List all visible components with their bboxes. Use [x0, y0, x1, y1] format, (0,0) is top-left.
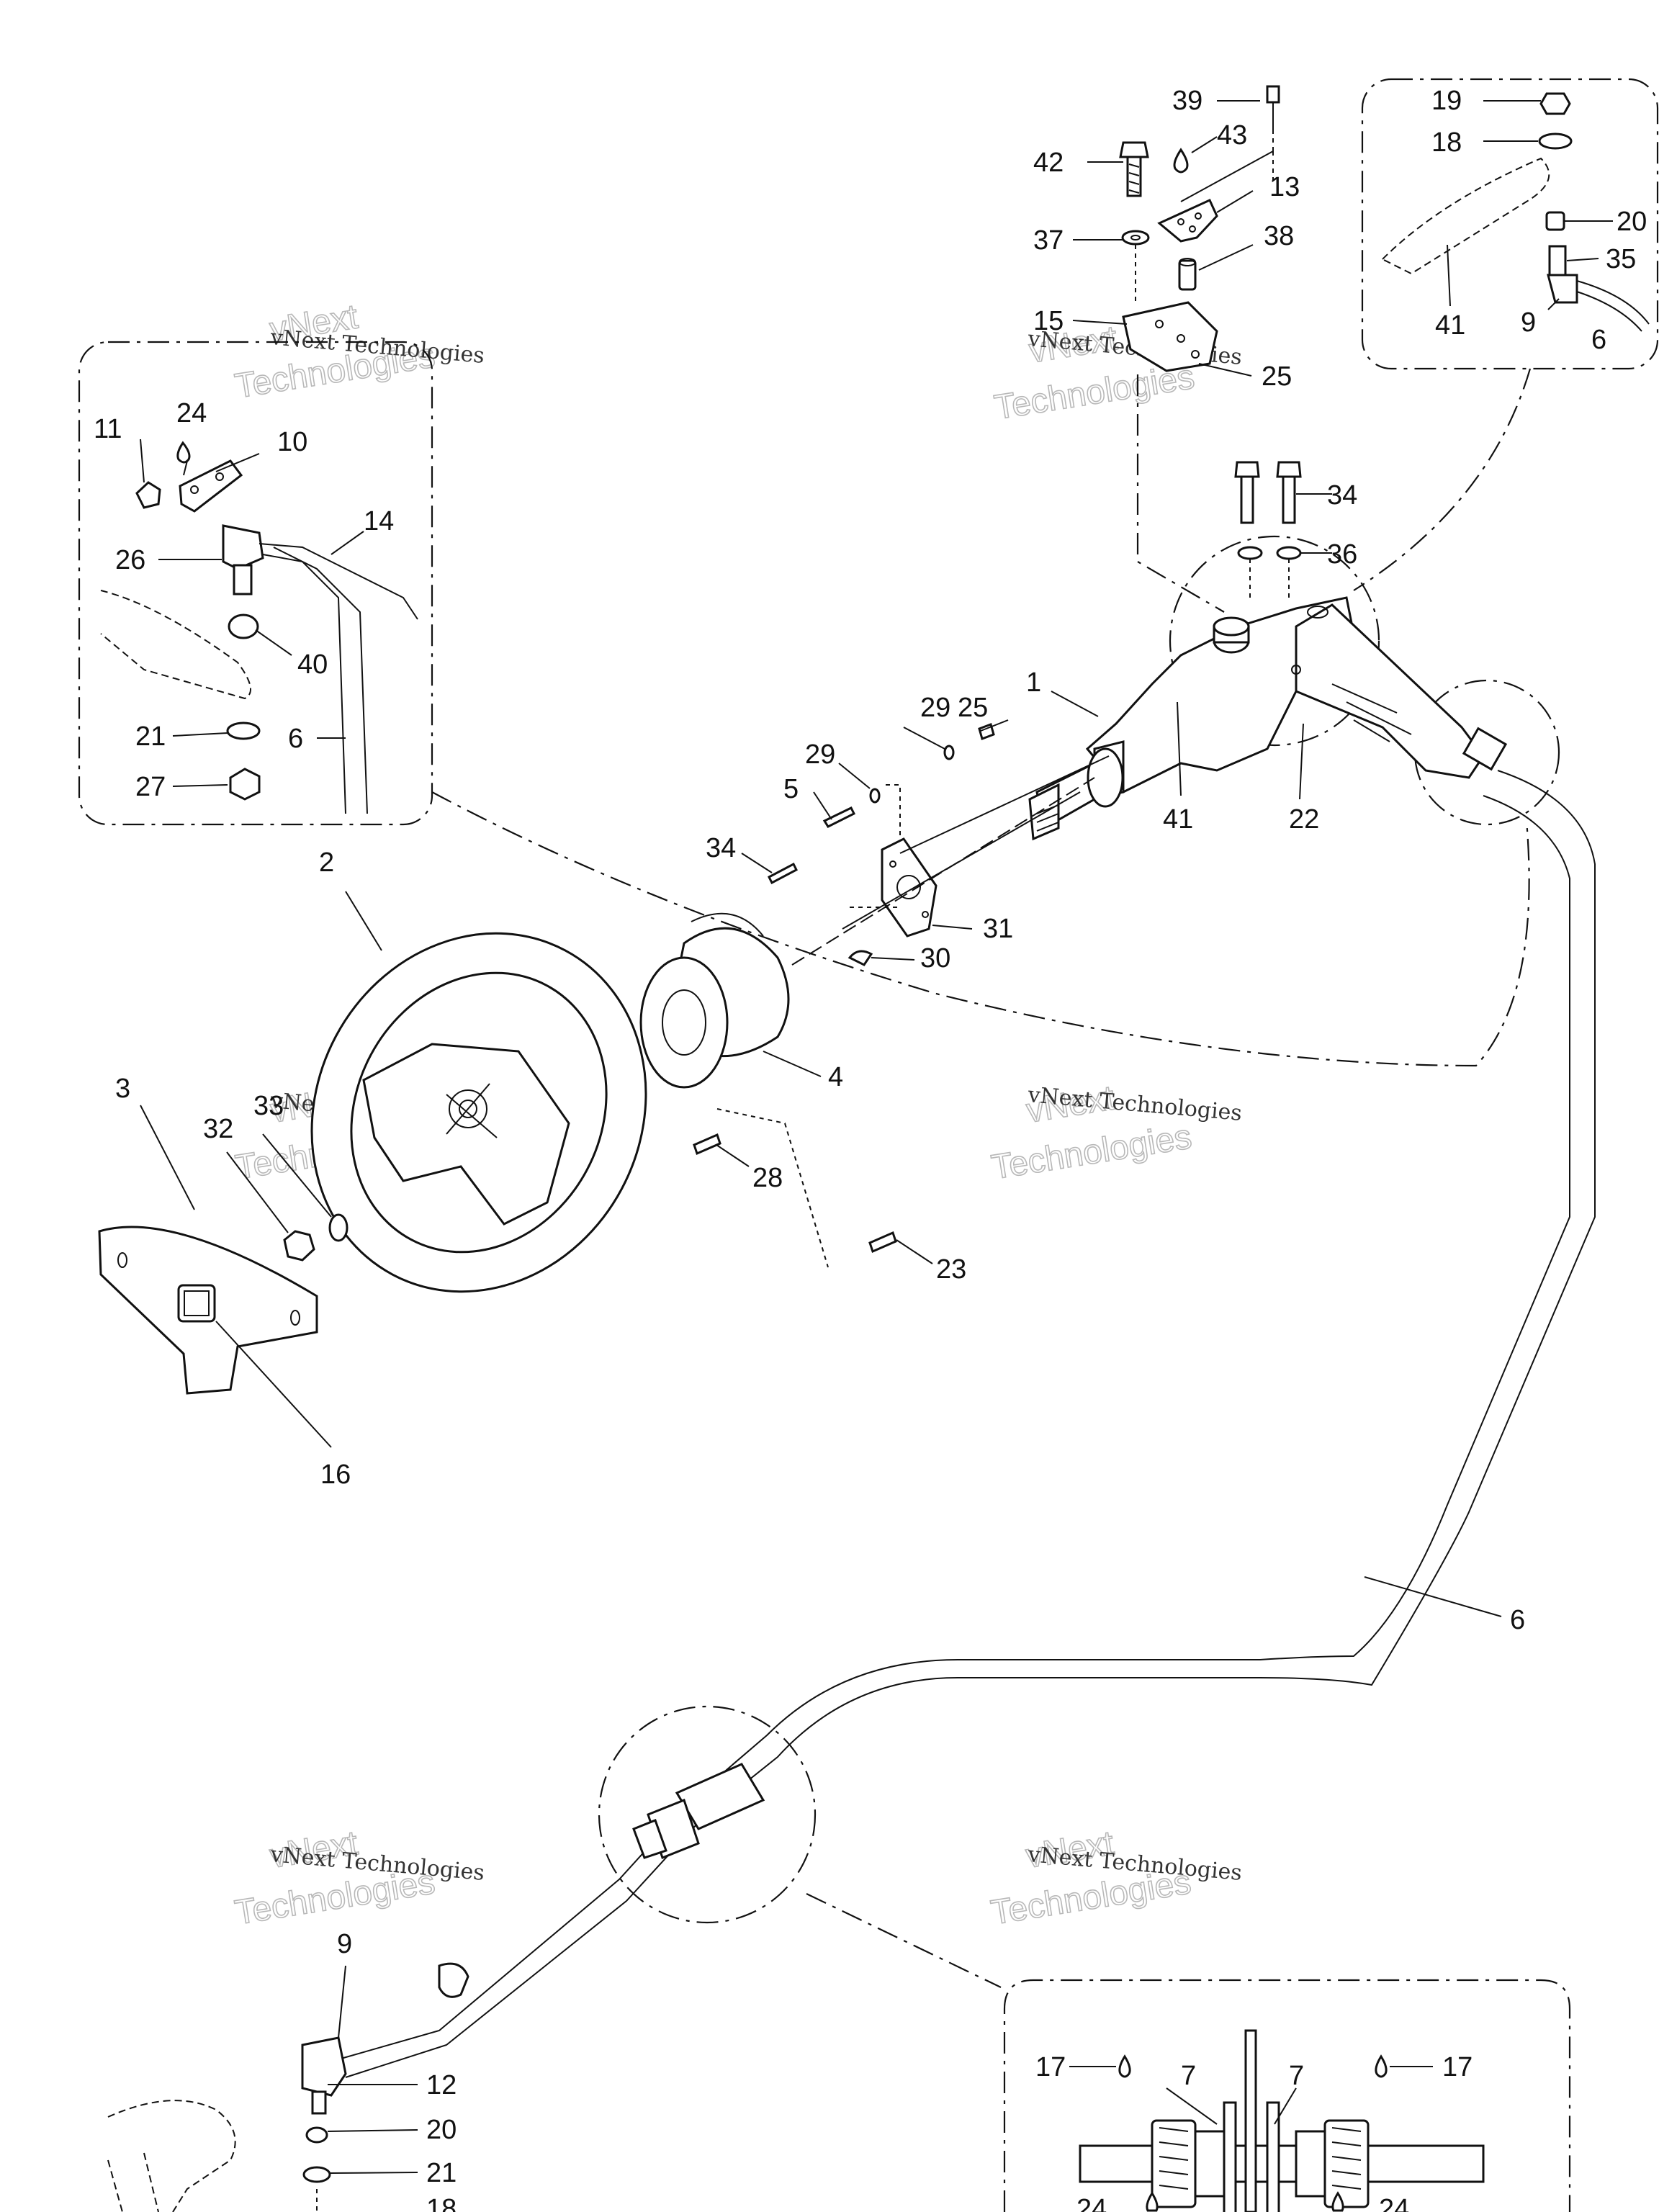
callout-17-left: 17: [1035, 2052, 1066, 2082]
grease-drop-icon: [1146, 2191, 1159, 2212]
callout-25-mid: 25: [958, 693, 988, 723]
callout-30: 30: [920, 943, 950, 974]
main-steering-cable: [338, 770, 1596, 2078]
callout-38: 38: [1264, 221, 1294, 251]
detail-boxes: [78, 78, 1659, 2212]
bracket-assembly-top: [1119, 85, 1280, 372]
callout-6-left: 6: [288, 724, 303, 754]
callout-3: 3: [115, 1074, 130, 1104]
callout-21-left: 21: [135, 721, 166, 752]
highlight-circle-cable-end: [1413, 679, 1560, 826]
callout-24-left: 24: [176, 398, 207, 428]
callout-14: 14: [364, 506, 394, 536]
callout-43: 43: [1217, 120, 1247, 150]
callout-41-top: 41: [1435, 310, 1465, 341]
callout-20-top: 20: [1617, 207, 1647, 237]
callout-34-top: 34: [1327, 480, 1357, 511]
callout-29-b: 29: [920, 693, 950, 723]
washer-33: [328, 1213, 349, 1242]
callout-24-b1: 24: [1076, 2194, 1107, 2212]
callout-26: 26: [115, 545, 145, 575]
cable-end-lower: [107, 2036, 347, 2212]
grease-drop-icon: [1331, 2191, 1344, 2212]
grease-drop-icon: [176, 441, 191, 464]
callout-18-bottom: 18: [426, 2194, 457, 2212]
callout-9-bottom: 9: [337, 1929, 352, 1959]
grease-drop-icon: [1173, 148, 1189, 174]
highlight-circle-bulkhead: [598, 1705, 817, 1924]
callout-4: 4: [828, 1062, 843, 1092]
callout-2: 2: [319, 848, 334, 878]
detail-bottom-right-contents: [1079, 2029, 1485, 2212]
callout-20-bottom: 20: [426, 2115, 457, 2145]
callout-12: 12: [426, 2070, 457, 2100]
callout-1: 1: [1026, 667, 1041, 698]
detail-box-left: [78, 341, 433, 826]
callout-15: 15: [1033, 306, 1064, 336]
callout-6-top: 6: [1591, 325, 1606, 355]
small-fasteners: [768, 723, 995, 966]
callout-13: 13: [1269, 172, 1300, 202]
detail-box-bottom-right: [1003, 1979, 1571, 2212]
horn-cover-pad: [98, 1226, 318, 1395]
callout-7-left: 7: [1181, 2061, 1196, 2091]
callout-28: 28: [752, 1163, 783, 1193]
callout-labels: 39 43 42 13 37 38 15 25 19 18 20 35 41 9…: [94, 86, 1647, 2212]
callout-5: 5: [783, 774, 799, 804]
steering-hub: [639, 912, 790, 1089]
callout-33: 33: [253, 1091, 284, 1121]
callout-17-right: 17: [1442, 2052, 1473, 2082]
callout-24-b2: 24: [1379, 2194, 1409, 2212]
watermark-outline-4b: Technologies: [989, 1118, 1194, 1187]
callout-39: 39: [1172, 86, 1202, 116]
callout-19: 19: [1431, 86, 1462, 116]
callout-7-right: 7: [1289, 2061, 1304, 2091]
bolt-28: [693, 1133, 721, 1156]
callout-9-top: 9: [1521, 307, 1536, 338]
callout-37: 37: [1033, 225, 1064, 256]
nut-32: [283, 1230, 315, 1262]
connector-lines: [431, 368, 1532, 1988]
steering-wheel: [310, 932, 647, 1293]
grease-drop-icon: [1375, 2054, 1388, 2078]
callout-29-a: 29: [805, 739, 835, 770]
highlight-circle-pivot: [1169, 535, 1380, 747]
detail-left-contents: [100, 459, 418, 814]
detail-top-right-contents: [1381, 92, 1650, 332]
callout-16: 16: [320, 1460, 351, 1490]
callout-11: 11: [94, 414, 122, 444]
bolts-34: [1234, 461, 1302, 598]
callout-34-mid: 34: [706, 833, 736, 863]
callout-41-mid: 41: [1163, 804, 1193, 835]
callout-32: 32: [203, 1114, 233, 1144]
callout-22: 22: [1289, 804, 1319, 835]
callout-27: 27: [135, 772, 166, 802]
callout-31: 31: [983, 914, 1013, 944]
adapter-plate: [791, 755, 1110, 966]
grease-drop-icon: [1118, 2054, 1131, 2078]
callout-25-top: 25: [1262, 361, 1292, 392]
screw-23: [868, 1231, 897, 1254]
callout-36: 36: [1327, 539, 1357, 570]
callout-21-bottom: 21: [426, 2158, 457, 2188]
detail-box-top-right: [1361, 78, 1659, 370]
callout-18-top: 18: [1431, 127, 1462, 158]
callout-42: 42: [1033, 148, 1064, 178]
steering-column-body: [1028, 596, 1508, 841]
callout-10: 10: [277, 427, 307, 457]
leader-lines: [140, 100, 1613, 2174]
callout-35: 35: [1606, 244, 1636, 274]
callout-23: 23: [936, 1254, 966, 1285]
bulkhead-fitting: [438, 1763, 765, 1998]
callout-6-main: 6: [1510, 1605, 1525, 1635]
callout-40: 40: [297, 649, 328, 680]
